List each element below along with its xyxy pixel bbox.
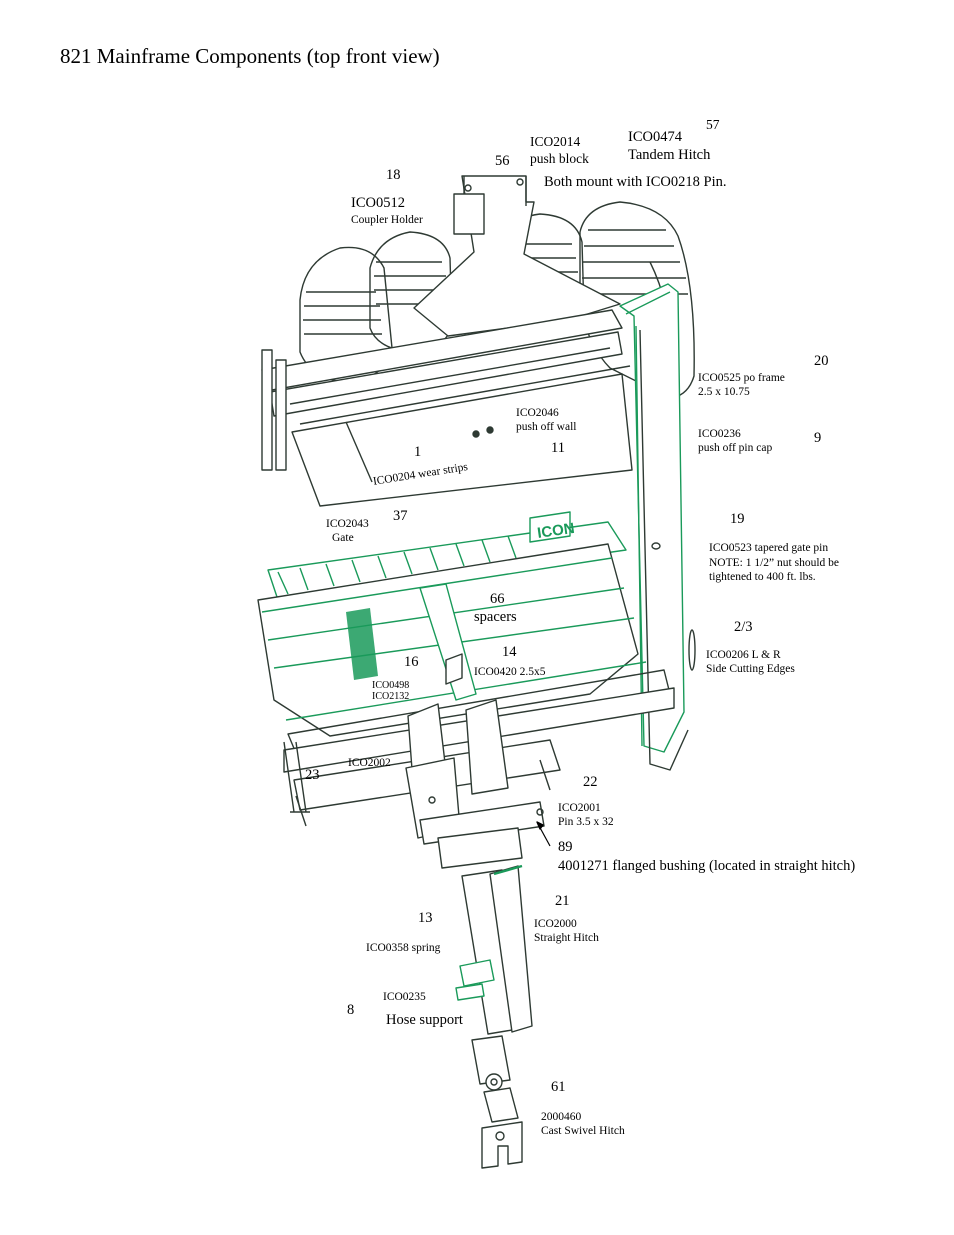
label-ico2132: ICO2132 [372, 691, 410, 702]
label-hose-support: Hose support [386, 1012, 463, 1028]
callout-21: 21 [555, 893, 570, 909]
po-frame-arm-outline [639, 329, 696, 771]
callout-14: 14 [502, 644, 517, 660]
callout-66: 66 [490, 591, 505, 607]
callout-37: 37 [393, 508, 408, 524]
callout-56: 56 [495, 153, 510, 169]
callout-13: 13 [418, 910, 433, 926]
label-both-mount: Both mount with ICO0218 Pin. [544, 174, 727, 190]
label-ico0512: ICO0512 [351, 195, 405, 211]
tandem-hitch-tongue [413, 175, 621, 337]
callout-2-3: 2/3 [734, 619, 753, 635]
label-straight-hitch: Straight Hitch [534, 932, 599, 944]
bushing-arrowhead [536, 821, 544, 830]
label-ico2014: ICO2014 [530, 134, 581, 149]
label-ico2000: ICO2000 [534, 918, 577, 930]
label-side-cutting-edges: Side Cutting Edges [706, 663, 795, 675]
label-push-off-wall: push off wall [516, 421, 577, 433]
callout-16: 16 [404, 654, 419, 670]
label-ico0358-spring: ICO0358 spring [366, 942, 441, 954]
callout-89: 89 [558, 839, 573, 855]
label-2000460: 2000460 [541, 1111, 582, 1123]
label-ico0498: ICO0498 [372, 680, 410, 691]
label-ico2002: ICO2002 [348, 757, 391, 769]
callout-23: 23 [305, 767, 320, 783]
label-note-line2: tightened to 400 ft. lbs. [709, 571, 816, 583]
left-rear-leg [283, 741, 310, 813]
label-ico0523: ICO0523 tapered gate pin [709, 542, 829, 554]
label-ico0474: ICO0474 [628, 129, 682, 145]
label-ico0235: ICO0235 [383, 991, 426, 1003]
label-coupler-holder: Coupler Holder [351, 214, 423, 226]
straight-hitch [437, 827, 533, 1169]
callout-9: 9 [814, 430, 822, 446]
front-cross-frame [261, 309, 623, 471]
push-off-wall [291, 365, 633, 507]
label-flanged-bushing: 4001271 flanged bushing (located in stra… [558, 858, 856, 874]
label-ico0206: ICO0206 L & R [706, 649, 781, 661]
hitch-yoke [405, 699, 545, 845]
label-cast-swivel-hitch: Cast Swivel Hitch [541, 1125, 625, 1137]
callout-8: 8 [347, 1002, 355, 1018]
label-ico0525: ICO0525 po frame [698, 372, 785, 384]
wear-strip-lattice [346, 608, 378, 680]
callout-1: 1 [414, 444, 422, 460]
label-ico0236: ICO0236 [698, 428, 741, 440]
po-frame-arm [619, 283, 685, 753]
callout-61: 61 [551, 1079, 566, 1095]
label-tandem-hitch: Tandem Hitch [628, 147, 711, 163]
label-gate: Gate [332, 532, 354, 544]
label-spacers: spacers [474, 609, 517, 625]
callout-22: 22 [583, 774, 598, 790]
label-ico2043: ICO2043 [326, 518, 369, 530]
icon-logo-plate [529, 511, 571, 543]
label-ico2046: ICO2046 [516, 407, 559, 419]
label-push-block: push block [530, 151, 589, 166]
ram-spacers [419, 583, 477, 701]
label-note-line1: NOTE: 1 1/2” nut should be [709, 557, 839, 569]
hose-support [455, 959, 495, 1001]
page-title: 821 Mainframe Components (top front view… [60, 44, 440, 68]
callout-57: 57 [706, 117, 720, 132]
label-ico2001: ICO2001 [558, 802, 601, 814]
callout-18: 18 [386, 167, 401, 183]
icon-logo-text: ICON [536, 520, 576, 542]
label-push-off-pin-cap: push off pin cap [698, 442, 773, 454]
label-ico0420: ICO0420 2.5x5 [474, 666, 546, 678]
callout-20: 20 [814, 353, 829, 369]
label-pin-size: Pin 3.5 x 32 [558, 816, 614, 828]
callout-19: 19 [730, 511, 745, 527]
callout-11: 11 [551, 440, 565, 456]
label-ico0525-size: 2.5 x 10.75 [698, 386, 750, 398]
